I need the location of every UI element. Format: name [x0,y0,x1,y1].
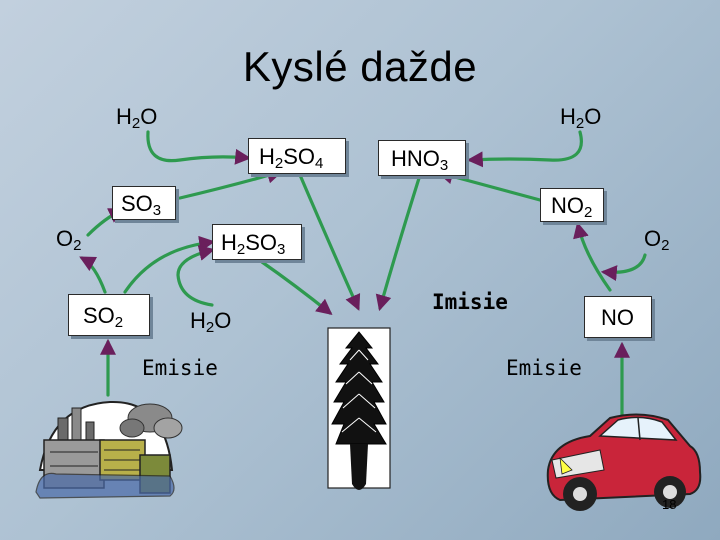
h2so3-h: H [221,230,237,255]
page-number: 18 [662,497,677,512]
arrow-so2-to-h2so3 [123,235,216,294]
so3-sub: 3 [152,202,162,219]
factory-icon [35,400,183,499]
h2so3-sub1: 2 [236,241,246,258]
so2-sub: 2 [114,314,124,331]
page-title: Kyslé dažde [242,43,478,90]
h2o-h: H [116,104,132,129]
h2so3-box: H2SO3 [212,224,302,260]
h2o-h: H [190,308,206,333]
hno3-hno: HNO [391,146,440,171]
no-label: NO [601,305,634,330]
no2-box: NO2 [540,188,604,222]
arrow-hno3-to-tree [375,173,422,312]
emisie-left-label: Emisie [142,356,218,380]
h2o-o: O [214,308,232,333]
o2-sub: 2 [73,237,82,254]
no2-sub: 2 [584,204,593,221]
o2-right-label: O2 [644,226,669,254]
h2o-sub: 2 [131,115,141,132]
imisie-label: Imisie [432,290,508,314]
so2-box: SO2 [68,294,150,336]
arrow-h2so3-to-tree [260,260,333,315]
arrow-h2o-to-h2so4 [146,130,252,165]
h2o-h: H [560,104,576,129]
h2so3-sub2: 3 [277,241,286,258]
h2so4-label: H2SO4 [259,144,323,172]
h2o-top-right-label: H2O [560,104,602,132]
h2so3-so: SO [245,230,278,255]
emisie-right-label: Emisie [506,356,582,380]
hno3-label: HNO3 [391,146,448,174]
arrow-no-to-no2 [573,221,612,292]
hno3-box: HNO3 [378,140,466,176]
no2-no: NO [551,193,584,218]
arrow-h2o-to-hno3 [466,130,583,168]
so3-label: SO3 [121,191,161,219]
h2o-bottom-label: H2O [190,308,232,336]
no2-label: NO2 [551,193,592,221]
h2so3-label: H2SO3 [221,230,285,258]
arrow-so2-up [79,256,107,294]
arrow-no2-to-hno3 [436,168,542,202]
arrow-so3-to-h2so4 [178,167,284,200]
tree-icon [327,327,391,490]
h2o-sub: 2 [575,115,585,132]
no-box: NO [584,296,652,338]
arrow-o2-to-no [600,253,647,282]
o2-left-label: O2 [56,226,81,254]
so2-so: SO [83,303,115,328]
so3-box: SO3 [112,186,176,220]
h2so4-so: SO [283,144,316,169]
h2so4-box: H2SO4 [248,138,346,174]
hno3-sub: 3 [439,157,449,174]
h2o-top-left-label: H2O [116,104,158,132]
h2o-o: O [140,104,158,129]
arrow-h2o-to-h2so3 [176,245,216,307]
o2-o: O [56,226,74,251]
arrow-h2so4-to-tree [298,173,361,311]
h2so4-sub1: 2 [274,155,284,172]
h2so4-sub2: 4 [315,155,324,172]
h2o-o: O [584,104,602,129]
o2-o: O [644,226,662,251]
so2-label: SO2 [83,303,123,331]
so3-so: SO [121,191,153,216]
h2o-sub: 2 [205,319,215,336]
h2so4-h: H [259,144,275,169]
car-icon [546,413,702,511]
o2-sub: 2 [661,237,670,254]
